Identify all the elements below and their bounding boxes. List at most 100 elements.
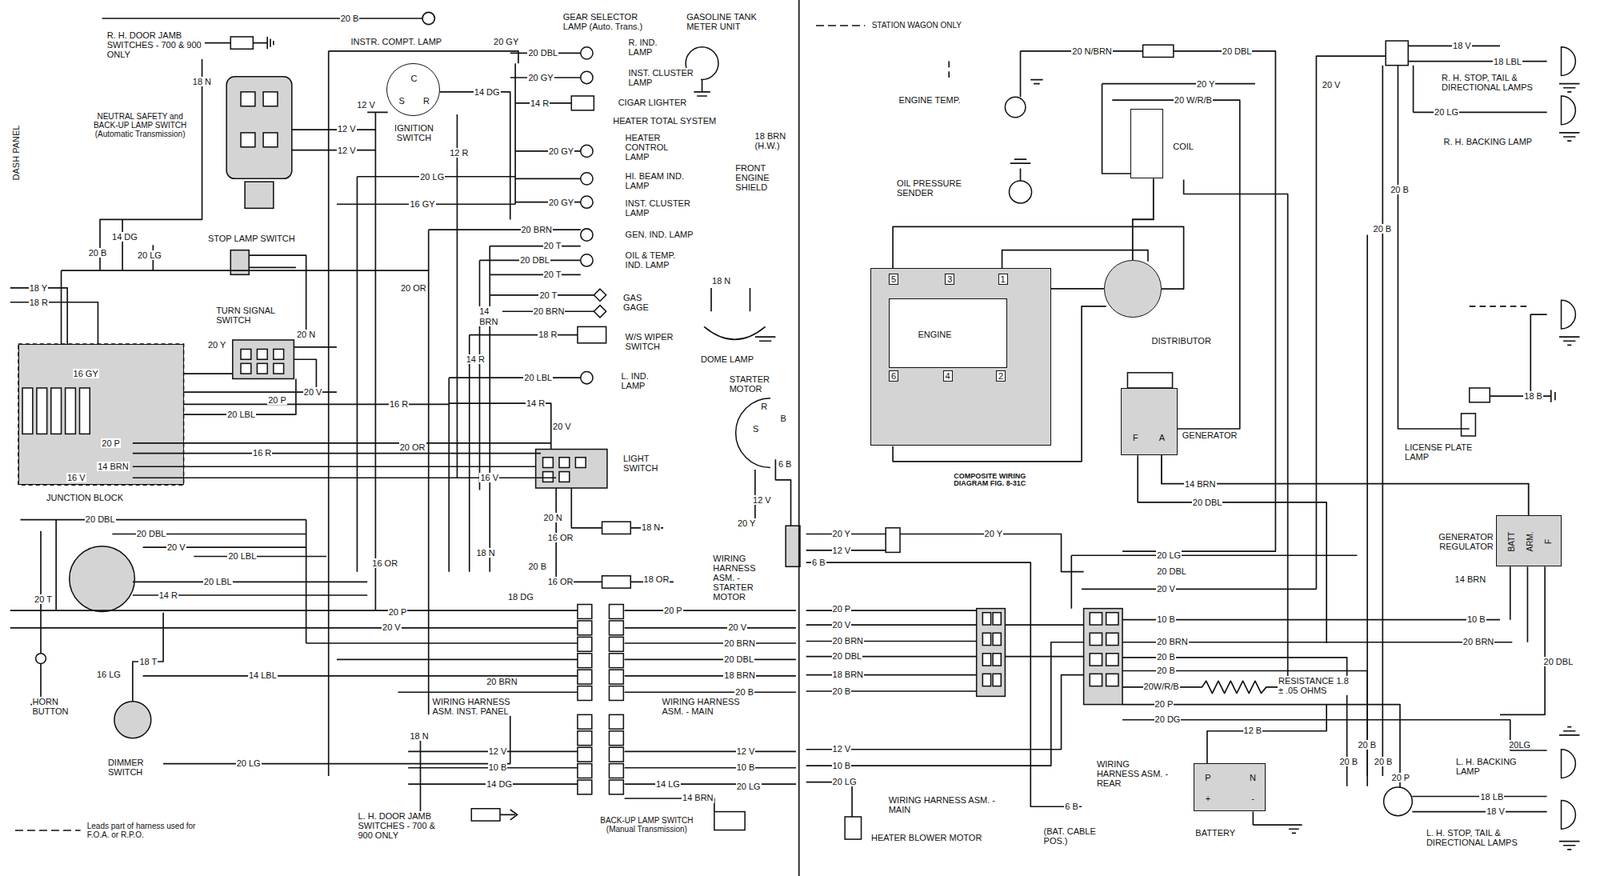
component-name: BATT [1506,531,1516,553]
wire-code: 14 R [525,398,546,408]
component-label: WIRING HARNESS ASM. INST. PANEL [432,696,516,716]
component-name: JUNCTION BLOCK [45,492,124,503]
wire-code: 20 V [832,620,852,630]
wire-code: 16 V [479,472,500,483]
legend-text: Leads part of harness used for F.O.A. or… [87,821,215,840]
component-label: R. H. STOP, TAIL & DIRECTIONAL LAMPS [1440,72,1545,92]
wire-code: 12 B [1243,725,1264,736]
component-label: HEATER CONTROL LAMP [624,132,690,162]
terminal-mark: - [1250,793,1256,804]
wire-code: 20 N [543,512,564,523]
component-label: 18 BRN (H.W.) [754,131,795,151]
wire-code: 14 BRN [96,461,130,472]
component-label: WIRING HARNESS ASM. - REAR [1096,759,1169,788]
wire-code: 18 N [408,731,429,741]
wire-code: 12 V [488,746,508,756]
wire-code: 20 T [538,290,558,300]
wire-code: 10 B [1466,614,1487,624]
component-label: 14 BRN [478,306,503,326]
component-label: HEATER TOTAL SYSTEM [612,115,717,125]
wire-code: 20 DBL [84,514,116,524]
component-label: INST. CLUSTER LAMP [624,198,704,218]
wire-code: 20 DBL [1543,656,1575,666]
wire-code: 20 GY [492,36,520,47]
wire-code: 20 LBL [227,551,257,561]
terminal-mark: P [1204,772,1212,783]
wire-code: 20 V [552,421,572,432]
component-label: R. H. DOOR JAMB SWITCHES - 700 & 900 ONL… [106,30,205,60]
component-label: STARTER MOTOR [728,373,787,393]
wire-code: 18 R [28,297,49,308]
component-label: (BAT. CABLE POS.) [1043,826,1119,846]
wire-code: 20 B [832,685,852,696]
wire-code: 16 OR [547,576,575,587]
wire-code: 20 T [543,269,563,280]
wire-code: 20 V [1321,80,1342,90]
wire-code: 20 OR [400,283,428,293]
component-name: DISTRIBUTOR [1150,336,1212,346]
wire-code: 10 B [1156,614,1176,624]
terminal-mark: F [1543,538,1552,545]
component-label: NEUTRAL SAFETY and BACK-UP LAMP SWITCH (… [85,111,195,138]
wire-code: 20 DBL [527,48,559,58]
wire-code: 20 B [1373,756,1394,766]
component-label: INST. CLUSTER LAMP [627,68,700,88]
component-label: BACK-UP LAMP SWITCH (Manual Transmission… [589,816,704,834]
component-label: LICENSE PLATE LAMP [1404,442,1498,462]
wire-code: 16 OR [547,532,575,543]
generator-regulator: GENERATOR REGULATORBATTARM.F [1496,515,1562,567]
wire-code: 20 LG [832,776,858,787]
component-label: W/S WIPER SWITCH [624,332,678,352]
wire-code: 18 B [1523,391,1544,401]
component-label: GASOLINE TANK METER UNIT [685,12,780,32]
component-label: DASH PANEL [11,124,21,182]
wire-code: 12 V [356,100,376,110]
legend-line-sample [816,20,865,31]
wire-code: 18 V [1485,806,1506,816]
wire-code: 10 B [736,762,756,772]
component-label: TURN SIGNAL SWITCH [215,305,299,325]
component-label: L. H. DOOR JAMB SWITCHES - 700 & 900 ONL… [356,811,448,840]
component-name: GENERATOR [1181,430,1239,440]
wire-code: 20 B [340,13,360,24]
component-label: RESISTANCE 1.8 ± .05 OHMS [1277,676,1351,696]
wire-code: 20 B [734,687,755,697]
component-name: ARM. [1524,531,1534,553]
wire-code: 20 DBL [832,651,864,661]
wire-code: R [760,401,768,412]
terminal-mark: 1 [997,273,1008,285]
wire-code: 12 V [832,544,852,555]
wire-code: 14 DG [473,87,501,97]
wire-connector [1132,178,1154,260]
wire-code: 20 P [663,605,684,616]
wire-code: 20 LG [236,758,262,768]
wire-code: 20 GY [527,72,554,83]
legend-line-sample [15,825,81,836]
figure-caption: COMPOSITE WIRING DIAGRAM FIG. 8-31C [948,472,1031,489]
wire-code: 20 V [1156,584,1176,594]
wire-code: 18 LBL [1492,56,1523,66]
component-name: COIL [1172,141,1195,152]
component-label: L. H. STOP, TAIL & DIRECTIONAL LAMPS [1425,828,1540,848]
legend-item: STATION WAGON ONLY [816,20,962,31]
wire-code: 20 DBL [1221,46,1253,56]
wire-code: 14 DG [111,232,139,242]
wire-code: 10 B [488,762,508,772]
wire-connector [1161,455,1529,516]
wire-connector [1051,288,1104,290]
terminal-mark: S [398,96,406,106]
wire-code: 20 Y [207,340,227,350]
wire-code: 18 N [192,76,212,87]
component-label: WIRING HARNESS ASM. - STARTER MOTOR [712,553,777,602]
component-label: 20 W/R/B [1173,95,1213,105]
wire-code: 20 Y [736,518,756,528]
engine-block: ENGINE531642 [870,268,1052,446]
terminal-mark: 5 [888,273,899,285]
wire-code: 18 OR [643,574,671,584]
wire-code: 16 OR [371,558,399,568]
wire-code: 20 GY [548,197,575,208]
wire-code: 12 R [448,148,469,158]
wire-code: 20 B [1156,652,1176,662]
wire-code: 20 P [832,604,852,614]
component-name: BATTERY [1194,827,1236,837]
